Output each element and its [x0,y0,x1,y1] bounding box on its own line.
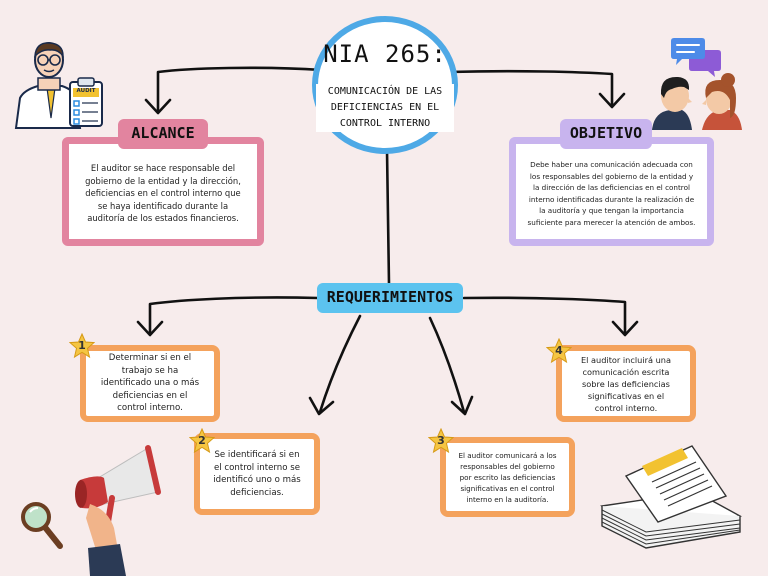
star-icon [545,337,573,364]
page-title: NIA 265: [323,40,447,68]
arrow-to-objetivo [446,69,614,106]
star-number-label: 1 [78,339,86,352]
arrow-to-item-4 [462,296,627,334]
star-icon [68,332,96,359]
star-number-label: 2 [198,434,206,447]
alcance-label: ALCANCE [118,119,208,149]
star-number-label: 3 [437,434,445,447]
page-subtitle: COMUNICACIÓN DE LAS DEFICIENCIAS EN EL C… [316,84,454,132]
star-number-label: 4 [555,344,563,357]
chat-bubbles-icon [671,38,721,77]
alcance-box: El auditor se hace responsable del gobie… [62,137,264,246]
arrow-to-item-2 [318,314,362,414]
star-icon [427,427,455,454]
audit-badge-text: AUDIT [76,88,96,94]
people-talking-icon [652,73,742,130]
requirement-box-2: Se identificará si en el control interno… [194,433,320,515]
star-number-4: 4 [545,337,573,364]
star-icon [188,427,216,454]
auditor-icon [14,42,103,129]
star-number-2: 2 [188,427,216,454]
line-title-to-requerimientos [385,148,391,286]
objetivo-text: Debe haber una comunicación adecuada con… [527,160,696,227]
star-number-3: 3 [427,427,455,454]
document-stack-icon [600,445,743,549]
requirement-box-3: El auditor comunicará a los responsables… [440,437,575,517]
alcance-text: El auditor se hace responsable del gobie… [85,163,241,224]
arrow-to-item-1 [148,296,320,334]
star-number-1: 1 [68,332,96,359]
requirement-box-4: El auditor incluirá una comunicación esc… [556,345,696,422]
arrow-to-item-3 [428,316,466,414]
arrow-to-alcance [156,66,324,114]
magnifier-icon [21,502,63,549]
requerimientos-label: REQUERIMIENTOS [317,283,463,313]
requirement-text-1: Determinar si en el trabajo se ha identi… [100,353,200,414]
objetivo-label: OBJETIVO [560,119,652,149]
objetivo-box: Debe haber una comunicación adecuada con… [509,137,714,246]
requirement-text-2: Se identificará si en el control interno… [213,450,301,498]
megaphone-icon [75,445,161,576]
requirement-box-1: Determinar si en el trabajo se ha identi… [80,345,220,422]
requirement-text-3: El auditor comunicará a los responsables… [458,450,557,504]
requirement-text-4: El auditor incluirá una comunicación esc… [580,354,671,413]
